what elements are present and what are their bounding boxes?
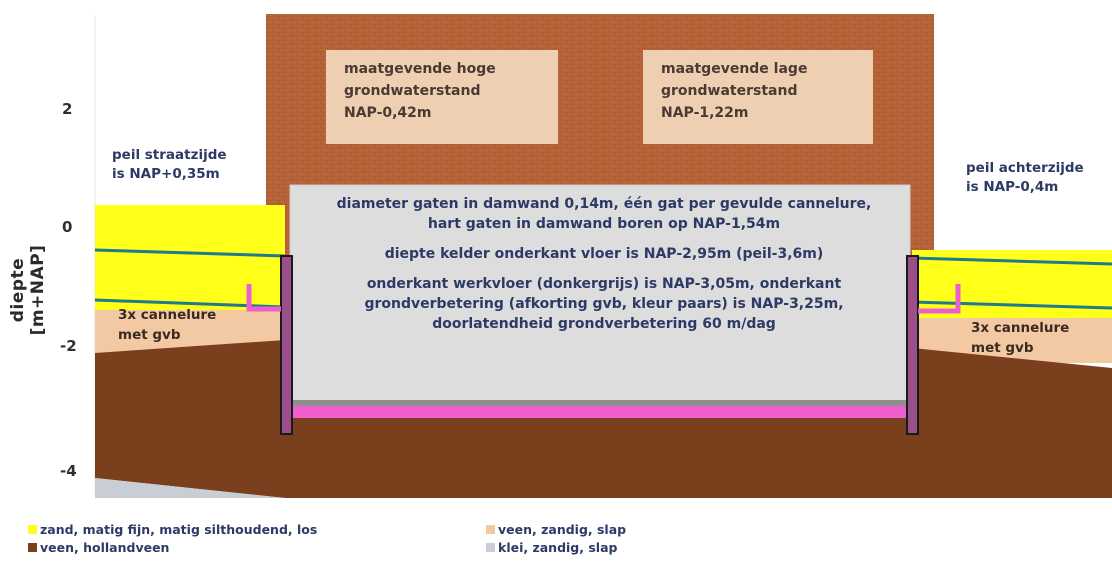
y-tick-label: 2 (62, 100, 73, 118)
legend-item-sandy-peat: veen, zandig, slap (486, 522, 626, 537)
high-groundwater-line-right (911, 256, 1112, 266)
holland-peat-under-basement (285, 410, 912, 498)
legend-label: veen, zandig, slap (498, 522, 627, 537)
sandy-clay-layer-left (95, 478, 285, 498)
legend-swatch (28, 525, 37, 534)
soil-improvement-bottom (285, 406, 912, 418)
low-groundwater-line-1: maatgevende lage (661, 61, 808, 77)
high-groundwater-box: maatgevende hoge grondwaterstand NAP-0,4… (326, 50, 558, 144)
legend-swatch (486, 525, 495, 534)
back-side-level-label: peil achterzijde is NAP-0,4m (966, 159, 1084, 197)
sheet-pile-wall-right (906, 255, 919, 435)
basement-depth-text: diepte kelder onderkant vloer is NAP-2,9… (384, 246, 824, 262)
holland-peat-layer-right (912, 348, 1112, 498)
cannelure-pipe-left (246, 284, 281, 312)
y-tick-label: -2 (60, 337, 77, 355)
work-floor (290, 400, 910, 406)
hole-height-text: hart gaten in damwand boren op NAP-1,54m (427, 216, 781, 232)
low-groundwater-line-left (94, 298, 286, 309)
legend-swatch (28, 543, 37, 552)
back-side-line-1: peil achterzijde (966, 160, 1084, 176)
low-groundwater-box: maatgevende lage grondwaterstand NAP-1,2… (643, 50, 873, 144)
cannelure-left-line-2: met gvb (118, 327, 181, 343)
legend-swatch (486, 543, 495, 552)
back-side-line-2: is NAP-0,4m (966, 179, 1059, 195)
basement-box (289, 184, 911, 406)
cannelure-label-right: 3x cannelure met gvb (971, 318, 1069, 358)
legend-item-sand: zand, matig fijn, matig silthoudend, los (28, 522, 317, 537)
hole-diameter-text: diameter gaten in damwand 0,14m, één gat… (336, 196, 872, 212)
sand-layer-left (95, 205, 285, 310)
high-groundwater-line-2: grondwaterstand (344, 83, 481, 99)
high-groundwater-line-1: maatgevende hoge (344, 61, 496, 77)
cannelure-right-line-1: 3x cannelure (971, 320, 1070, 336)
low-groundwater-line-3: NAP-1,22m (661, 105, 749, 121)
work-floor-text: onderkant werkvloer (donkergrijs) is NAP… (366, 276, 842, 292)
legend-label: veen, hollandveen (40, 540, 170, 555)
basement-annotation: diameter gaten in damwand 0,14m, één gat… (296, 194, 912, 334)
legend-item-holland-peat: veen, hollandveen (28, 540, 169, 555)
cannelure-pipe-right (918, 284, 961, 314)
cannelure-label-left: 3x cannelure met gvb (118, 305, 216, 345)
y-tick-label: -4 (60, 462, 77, 480)
low-groundwater-line-2: grondwaterstand (661, 83, 798, 99)
cannelure-right-line-2: met gvb (971, 340, 1034, 356)
y-axis-label: diepte [m+NAP] (8, 244, 48, 336)
holland-peat-layer-left (95, 340, 285, 498)
permeability-text: doorlatendheid grondverbetering 60 m/dag (432, 316, 776, 332)
y-tick-label: 0 (62, 218, 73, 236)
legend-item-sandy-clay: klei, zandig, slap (486, 540, 617, 555)
legend-label: klei, zandig, slap (498, 540, 618, 555)
soil-improvement-text: grondverbetering (afkorting gvb, kleur p… (364, 296, 844, 312)
street-side-line-1: peil straatzijde (112, 147, 227, 163)
street-side-line-2: is NAP+0,35m (112, 166, 220, 182)
low-groundwater-line-right (911, 300, 1112, 310)
legend-label: zand, matig fijn, matig silthoudend, los (40, 522, 318, 537)
sheet-pile-wall-left (280, 255, 293, 435)
street-side-level-label: peil straatzijde is NAP+0,35m (112, 146, 227, 184)
cannelure-left-line-1: 3x cannelure (118, 307, 217, 323)
high-groundwater-line-3: NAP-0,42m (344, 105, 432, 121)
high-groundwater-line-left (94, 248, 286, 258)
